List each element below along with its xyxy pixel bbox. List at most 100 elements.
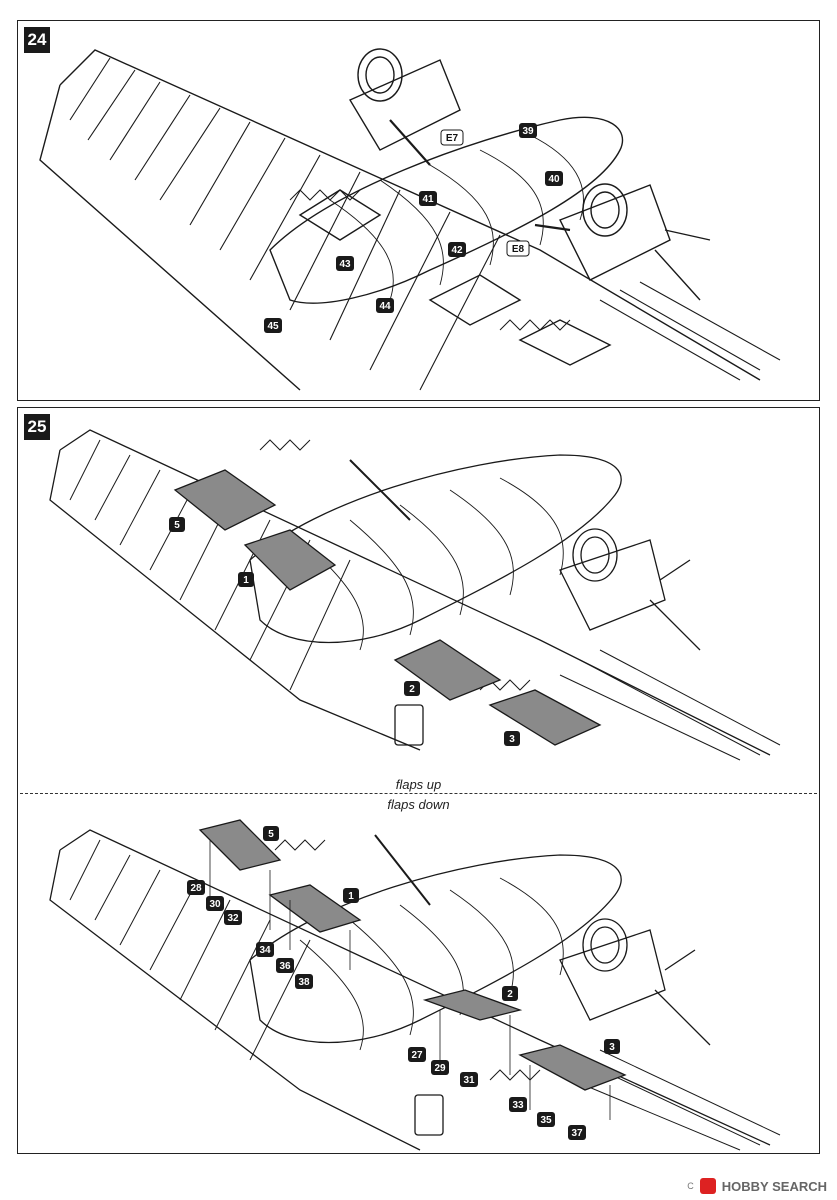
callout-e7: E7 [440, 129, 464, 146]
propeller-25b [654, 949, 711, 1046]
wheel-25a [572, 528, 618, 582]
svg-text:3: 3 [509, 734, 515, 745]
svg-text:29: 29 [434, 1063, 446, 1074]
saw-edge-25a [259, 439, 311, 451]
saw-edge-25c [274, 839, 326, 851]
callout-32: 32 [224, 910, 242, 925]
flap-right-24 [428, 274, 522, 326]
step-number-25: 25 [24, 414, 50, 440]
callout-5-down: 5 [263, 826, 279, 841]
svg-text:30: 30 [209, 899, 221, 910]
flap-5-down [198, 819, 282, 871]
callout-36: 36 [276, 958, 294, 973]
flap-2-up [393, 639, 502, 701]
callout-37: 37 [568, 1125, 586, 1140]
flap-1-down [268, 884, 362, 933]
svg-text:40: 40 [548, 174, 560, 185]
wheel-right-24 [582, 183, 628, 237]
step-25-panel: 25 [17, 407, 820, 1154]
callout-34: 34 [256, 942, 274, 957]
callout-45: 45 [264, 318, 282, 333]
callout-27: 27 [408, 1047, 426, 1062]
strut-e8 [534, 223, 571, 232]
svg-text:5: 5 [268, 829, 274, 840]
propeller-25a [649, 559, 701, 651]
callout-39: 39 [519, 123, 537, 138]
callout-31: 31 [460, 1072, 478, 1087]
svg-text:27: 27 [411, 1050, 423, 1061]
flaps-divider [20, 793, 817, 794]
step-number-24: 24 [24, 27, 50, 53]
callout-3-down: 3 [604, 1039, 620, 1054]
flap-edge-24a [289, 189, 361, 201]
svg-text:39: 39 [522, 126, 534, 137]
nacelle-left-24 [348, 59, 461, 151]
svg-text:3: 3 [609, 1042, 615, 1053]
part-callouts-25-down: 5 1 2 3 27 28 29 30 31 32 33 34 35 36 37… [187, 826, 620, 1140]
flaps-down-label: flaps down [387, 797, 450, 812]
svg-text:E7: E7 [446, 133, 459, 144]
svg-text:34: 34 [259, 945, 271, 956]
fuselage-25a [249, 454, 622, 644]
svg-text:28: 28 [190, 883, 202, 894]
nacelle-25a [559, 539, 666, 631]
svg-text:36: 36 [279, 961, 291, 972]
wing-outline-25b [49, 829, 771, 1151]
hatch-25b [414, 1094, 444, 1136]
wing-ribs-25b [69, 839, 781, 1151]
flap-1-up [243, 529, 337, 591]
svg-text:43: 43 [339, 259, 351, 270]
svg-text:44: 44 [379, 301, 391, 312]
saw-edge-25d [489, 1069, 541, 1081]
step-25-flaps-down-drawing [49, 819, 781, 1151]
wheel-25b [582, 918, 628, 972]
nacelle-25b [559, 929, 666, 1021]
callout-3-up: 3 [504, 731, 520, 746]
svg-text:E8: E8 [512, 244, 525, 255]
callout-44: 44 [376, 298, 394, 313]
svg-text:2: 2 [409, 684, 415, 695]
svg-text:32: 32 [227, 913, 239, 924]
wheel-left-24 [357, 48, 403, 102]
watermark-brand: HOBBY SEARCH [721, 1178, 827, 1194]
strut-e7 [389, 119, 431, 166]
flaps-up-label: flaps up [395, 777, 442, 792]
callout-1-down: 1 [343, 888, 359, 903]
flap-5-up [173, 469, 277, 531]
wing-outline-25a [49, 429, 771, 756]
callout-35: 35 [537, 1112, 555, 1127]
svg-text:31: 31 [463, 1075, 475, 1086]
callout-2-up: 2 [404, 681, 420, 696]
flap-3-down [518, 1044, 627, 1091]
callout-29: 29 [431, 1060, 449, 1075]
svg-text:41: 41 [422, 194, 434, 205]
wing-ribs-24 [69, 57, 781, 391]
callout-38: 38 [295, 974, 313, 989]
svg-text:2: 2 [507, 989, 513, 1000]
svg-text:42: 42 [451, 245, 463, 256]
callout-5-up: 5 [169, 517, 185, 532]
callout-e8: E8 [506, 240, 530, 257]
fuselage-24 [269, 116, 624, 304]
callout-33: 33 [509, 1097, 527, 1112]
svg-text:45: 45 [267, 321, 279, 332]
part-callouts-24: E7 E8 39 40 41 42 43 44 45 [264, 123, 563, 333]
svg-text:5: 5 [174, 520, 180, 531]
svg-text:35: 35 [540, 1115, 552, 1126]
hobby-search-watermark: C HOBBY SEARCH [687, 1178, 827, 1194]
strut-25a [349, 459, 411, 521]
callout-30: 30 [206, 896, 224, 911]
callout-2-down: 2 [502, 986, 518, 1001]
flap-3-up [488, 689, 602, 746]
hatch-25a [394, 704, 424, 746]
nacelle-right-24 [559, 184, 671, 281]
callout-42: 42 [448, 242, 466, 257]
callout-28: 28 [187, 880, 205, 895]
step-24-drawing [39, 48, 781, 391]
svg-text:1: 1 [243, 575, 249, 586]
svg-text:38: 38 [298, 977, 310, 988]
callout-40: 40 [545, 171, 563, 186]
part-callouts-25-up: 5 1 2 3 [169, 517, 520, 746]
callout-1-up: 1 [238, 572, 254, 587]
